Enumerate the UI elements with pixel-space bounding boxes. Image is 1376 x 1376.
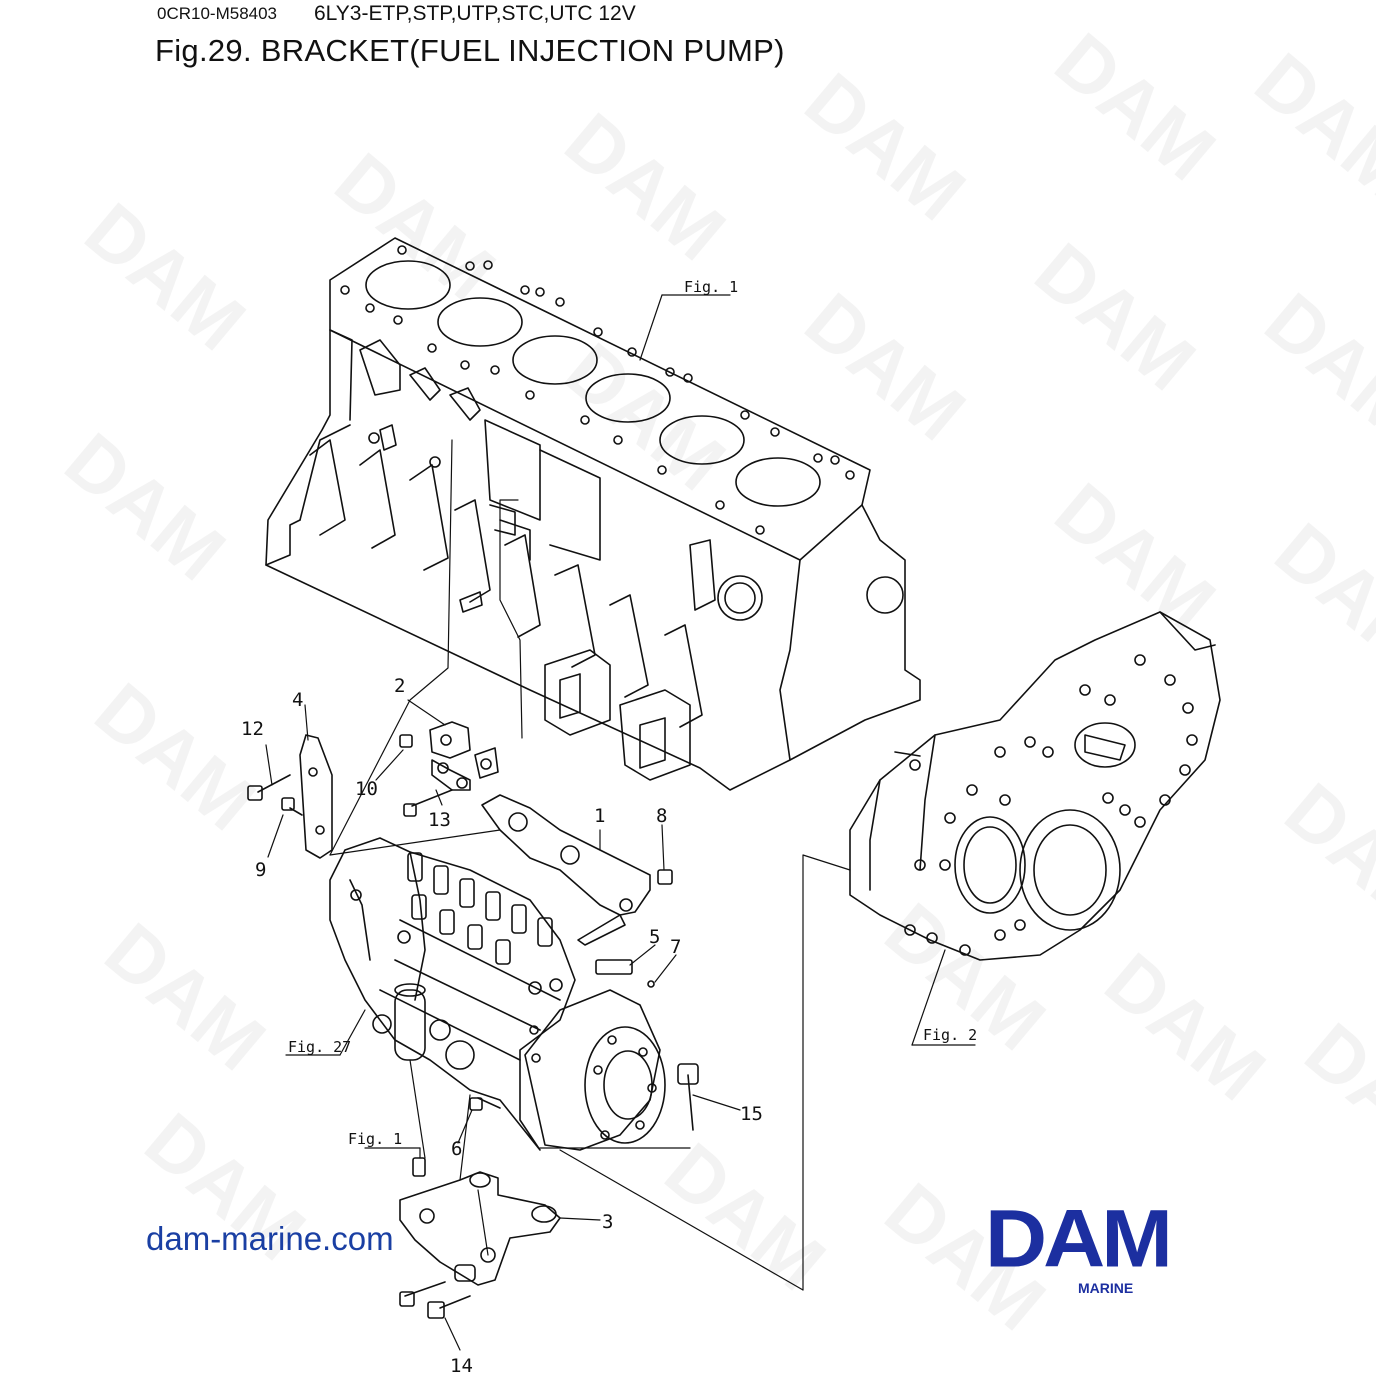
- watermark: DAM: [789, 56, 982, 238]
- cylinder-block: [265, 237, 921, 791]
- watermark: DAM: [1249, 276, 1376, 458]
- part-label-1: 1: [594, 805, 605, 827]
- dam-logo: DAM: [985, 1193, 1173, 1285]
- dam-logo-subtitle: MARINE: [1078, 1280, 1134, 1296]
- fuel-injection-pump: [329, 837, 666, 1151]
- watermark: DAM: [1039, 16, 1232, 198]
- doc-code: 0CR10-M58403: [157, 4, 278, 23]
- watermark: DAM: [649, 1126, 842, 1308]
- watermark: DAM: [1019, 226, 1212, 408]
- watermark: DAM: [789, 276, 982, 458]
- part-label-14: 14: [450, 1355, 473, 1376]
- fig-ref-2: Fig. 2: [923, 1026, 977, 1044]
- watermark: DAM: [1289, 1006, 1376, 1188]
- part-label-3: 3: [602, 1211, 613, 1233]
- lower-bracket-part-3: [399, 1063, 699, 1319]
- part-label-9: 9: [255, 859, 266, 881]
- watermark: DAM: [49, 416, 242, 598]
- part-label-15: 15: [740, 1103, 763, 1125]
- part-label-13: 13: [428, 809, 451, 831]
- model-list: 6LY3-ETP,STP,UTP,STC,UTC 12V: [314, 2, 636, 25]
- bracket-part-2: [429, 721, 499, 791]
- watermark: DAM: [89, 906, 282, 1088]
- gear-case: [849, 611, 1221, 961]
- part-label-12: 12: [241, 718, 264, 740]
- part-label-2: 2: [394, 675, 405, 697]
- watermark: DAM: [319, 136, 512, 318]
- part-label-5: 5: [649, 926, 660, 948]
- part-label-4: 4: [292, 689, 303, 711]
- bolts-upper: [247, 734, 673, 988]
- website-link[interactable]: dam-marine.com: [146, 1220, 394, 1257]
- fig-ref-27: Fig. 27: [288, 1038, 351, 1056]
- leader-lines: [265, 294, 976, 1351]
- watermark: DAM: [1039, 466, 1232, 648]
- part-labels: 1 2 3 4 5 6 7 8 9 10 12 13 14 15: [241, 675, 763, 1376]
- watermark-layer: DAM DAM DAM DAM DAM DAM DAM DAM DAM DAM …: [49, 16, 1376, 1348]
- watermark: DAM: [549, 96, 742, 278]
- fig-ref-1-top: Fig. 1: [684, 278, 738, 296]
- part-label-7: 7: [670, 936, 681, 958]
- part-label-8: 8: [656, 805, 667, 827]
- figure-title: Fig.29. BRACKET(FUEL INJECTION PUMP): [155, 33, 785, 68]
- plate-part-4: [299, 734, 333, 859]
- watermark: DAM: [1239, 36, 1376, 218]
- pump-bracket-part-1: [481, 794, 651, 946]
- watermark: DAM: [1089, 936, 1282, 1118]
- watermark: DAM: [1269, 766, 1376, 948]
- part-label-6: 6: [451, 1138, 462, 1160]
- watermark: DAM: [69, 186, 262, 368]
- watermark: DAM: [1259, 506, 1376, 688]
- watermark: DAM: [79, 666, 272, 848]
- part-label-10: 10: [355, 778, 378, 800]
- fig-ref-1-bottom: Fig. 1: [348, 1130, 402, 1148]
- figure-references: Fig. 1 Fig. 2 Fig. 27 Fig. 1: [288, 278, 977, 1148]
